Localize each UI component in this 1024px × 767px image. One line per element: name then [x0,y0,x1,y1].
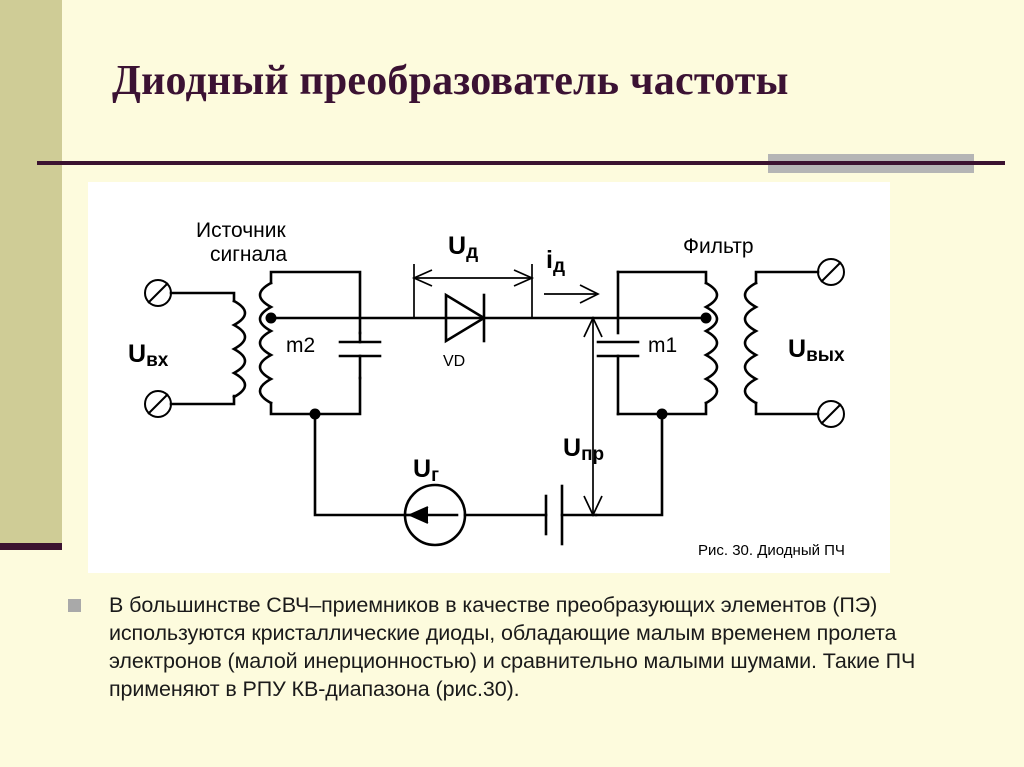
figure-caption: Рис. 30. Диодный ПЧ [698,542,845,559]
circuit-diagram-panel: m2 VD Uд iд [88,182,890,573]
source-label-line2: сигнала [210,243,287,266]
filter-transformer-primary-coil [703,281,719,405]
tank-right-label: m1 [648,334,677,357]
header-divider-rule [37,161,1005,165]
i-diode-arrow [544,284,600,304]
slide-title: Диодный преобразователь частоты [112,58,789,105]
output-wire-bottom [754,401,820,416]
input-wire-bottom [169,394,236,406]
bottom-right-rail [594,412,664,517]
diode-reference-label: VD [443,353,465,370]
left-decorative-band [0,0,62,543]
diode-vd-symbol [444,292,487,344]
output-terminal-bottom [817,400,845,428]
body-paragraph: В большинстве СВЧ–приемников в качестве … [109,593,916,701]
u-if-dimension [583,316,603,517]
m1-tank-top-wire [616,270,708,285]
bullet-marker-icon [68,599,81,612]
output-terminal-top [817,258,845,286]
input-terminal-bottom [144,390,172,418]
u-gen-label: Uг [413,455,439,486]
input-transformer-secondary-coil [258,281,274,405]
input-terminal-top [144,279,172,307]
u-diode-label: Uд [448,232,478,263]
tank-left-label: m2 [286,334,315,357]
bottom-left-rail [313,412,407,517]
filter-label: Фильтр [683,235,754,258]
u-out-label: Uвых [788,335,845,366]
left-band-rule [0,543,62,550]
u-if-label: Uпр [563,434,604,465]
body-bullet-block: В большинстве СВЧ–приемников в качестве … [68,592,968,704]
input-transformer-primary-coil [231,299,247,399]
u-diode-dimension [411,264,535,318]
i-diode-label: iд [546,246,565,277]
output-wire-top [754,270,820,285]
u-in-label: Uвх [128,340,169,371]
m1-tank-bottom-wire [616,401,708,416]
source-label-line1: Источник [196,219,286,242]
m2-tank-top-wire [269,270,362,335]
filter-transformer-secondary-coil [743,281,759,405]
coupling-capacitor [544,484,598,546]
junction-dot-m1-top [700,312,712,324]
input-wire-top [169,291,236,303]
